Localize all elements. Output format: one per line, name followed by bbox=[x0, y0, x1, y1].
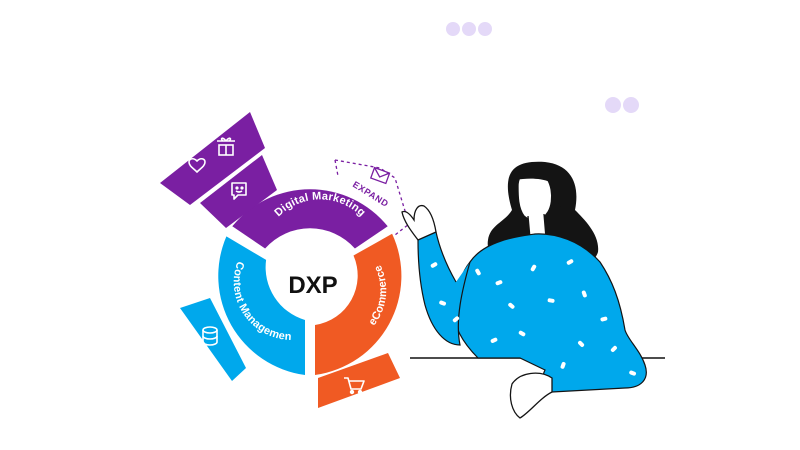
cart-icon bbox=[344, 377, 365, 395]
database-tile bbox=[180, 298, 246, 381]
decorative-dots-top bbox=[446, 22, 492, 36]
ecommerce-segment bbox=[315, 233, 402, 375]
heart-icon bbox=[188, 157, 206, 173]
shirt-dots bbox=[430, 259, 637, 376]
chat-smile-icon bbox=[231, 182, 247, 200]
database-icon bbox=[202, 326, 218, 346]
dxp-center-label: DXP bbox=[288, 272, 337, 299]
cart-tile bbox=[318, 353, 400, 408]
woman-illustration bbox=[401, 161, 647, 419]
content-management-segment bbox=[218, 236, 305, 375]
chat-tile bbox=[200, 155, 277, 228]
envelope-icon bbox=[369, 166, 391, 185]
heart-gift-tile bbox=[160, 112, 265, 205]
digital-marketing-segment bbox=[232, 189, 388, 249]
decorative-dots-right bbox=[605, 97, 639, 113]
gift-icon bbox=[217, 137, 235, 156]
